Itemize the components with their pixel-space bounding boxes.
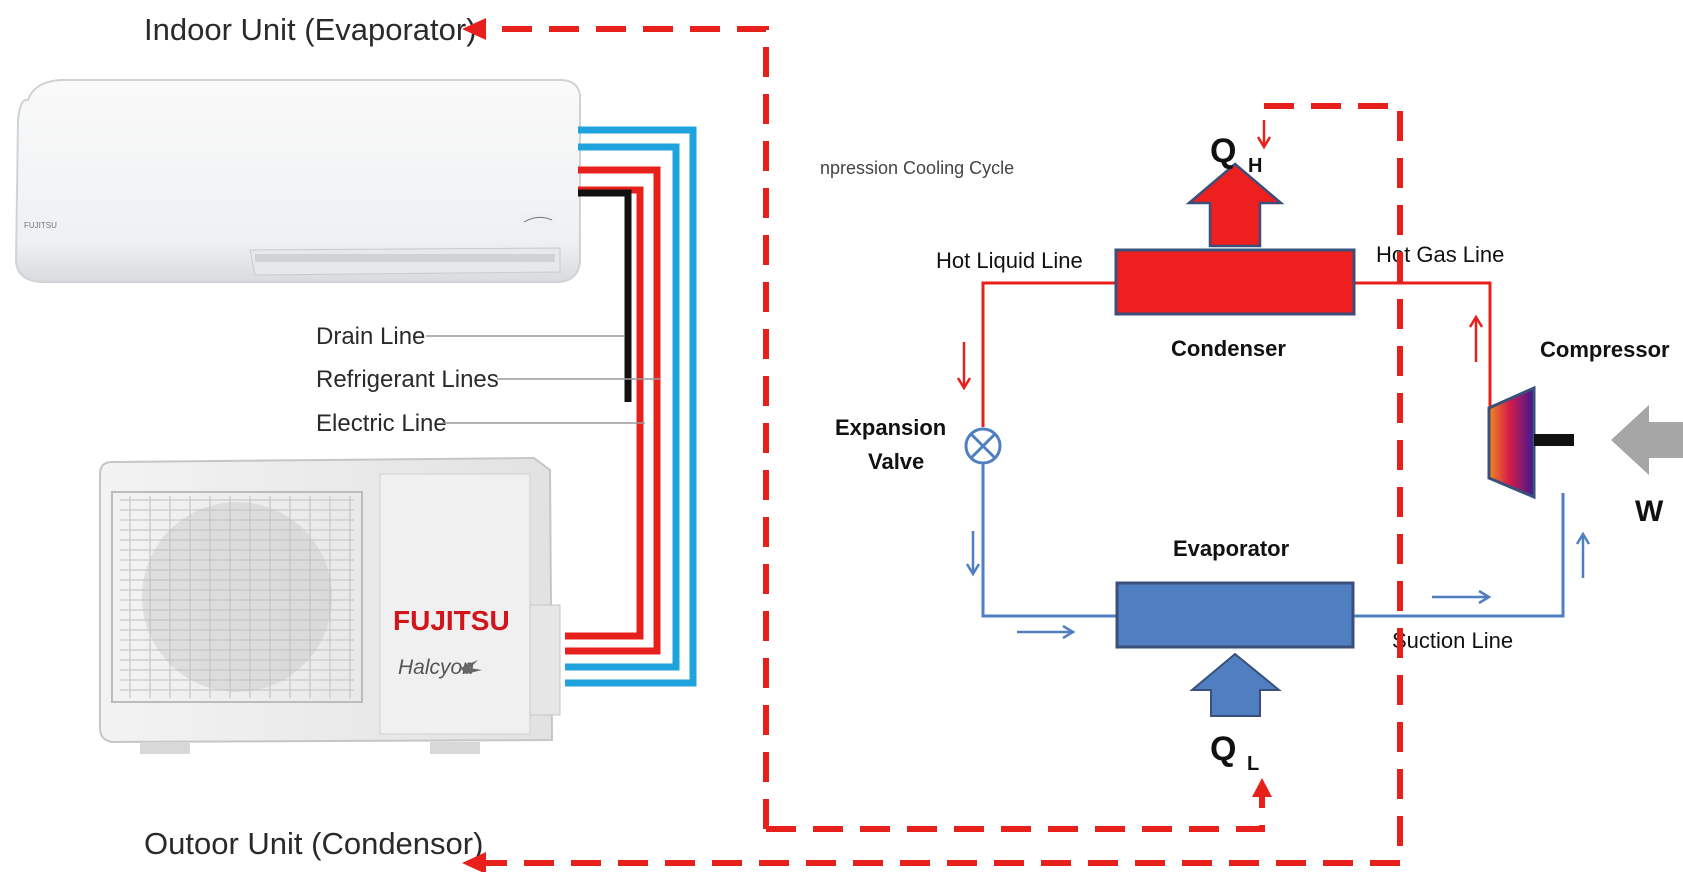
- cold-lines: [981, 463, 1565, 618]
- evaporator-block: [1115, 581, 1355, 649]
- condenser-block: [1114, 248, 1356, 316]
- indoor-brand-text: FUJITSU: [24, 221, 57, 230]
- outdoor-arrowhead-icon: [462, 852, 486, 872]
- ql-arrow-icon: [1189, 652, 1282, 717]
- ql-label: Q: [1210, 730, 1236, 768]
- work-label: W: [1635, 495, 1664, 528]
- qh-label: Q: [1210, 132, 1236, 170]
- expansion-valve-icon: [964, 427, 1002, 465]
- ql-arrowhead-icon: [1252, 778, 1272, 797]
- compressor-icon: [1487, 385, 1536, 500]
- expansion-valve-label-1: Expansion: [835, 415, 946, 440]
- indoor-arrowhead-icon: [462, 18, 486, 40]
- flow-arrows: [956, 120, 1591, 640]
- hot-liquid-line-label: Hot Liquid Line: [936, 248, 1083, 273]
- compressor-shaft: [1534, 434, 1574, 446]
- hot-lines: [981, 281, 1492, 427]
- work-arrow-icon: [1611, 405, 1683, 475]
- outdoor-unit-title: Outoor Unit (Condensor): [144, 826, 483, 861]
- evaporator-label: Evaporator: [1173, 536, 1290, 561]
- brand-logo-text: FUJITSU: [393, 605, 510, 636]
- refrigerant-lines-label: Refrigerant Lines: [316, 366, 499, 393]
- fan-grille-icon: [120, 496, 354, 698]
- outdoor-unit: FUJITSU Halcyon: [99, 456, 561, 754]
- electric-line-label: Electric Line: [316, 410, 447, 437]
- qh-subscript: H: [1248, 155, 1262, 177]
- halcyon-badge-icon: [520, 214, 556, 224]
- cycle-title: npression Cooling Cycle: [820, 158, 1014, 178]
- condenser-label: Condenser: [1171, 336, 1286, 361]
- compressor-label: Compressor: [1540, 337, 1670, 362]
- halcyon-bird-icon: [460, 660, 482, 674]
- expansion-valve-label-2: Valve: [868, 449, 924, 474]
- suction-line-label: Suction Line: [1392, 628, 1513, 653]
- dashed-connectors: [480, 26, 1403, 866]
- hot-gas-line-label: Hot Gas Line: [1376, 242, 1504, 267]
- ql-subscript: L: [1247, 753, 1259, 775]
- line-legend: Drain Line Refrigerant Lines Electric Li…: [316, 323, 660, 437]
- indoor-unit: FUJITSU: [14, 79, 581, 283]
- indoor-unit-title: Indoor Unit (Evaporator): [144, 12, 477, 47]
- connection-lines: [565, 126, 697, 687]
- qh-arrow-icon: [1185, 162, 1285, 248]
- model-logo-text: Halcyon: [398, 656, 474, 679]
- drain-line-label: Drain Line: [316, 323, 425, 350]
